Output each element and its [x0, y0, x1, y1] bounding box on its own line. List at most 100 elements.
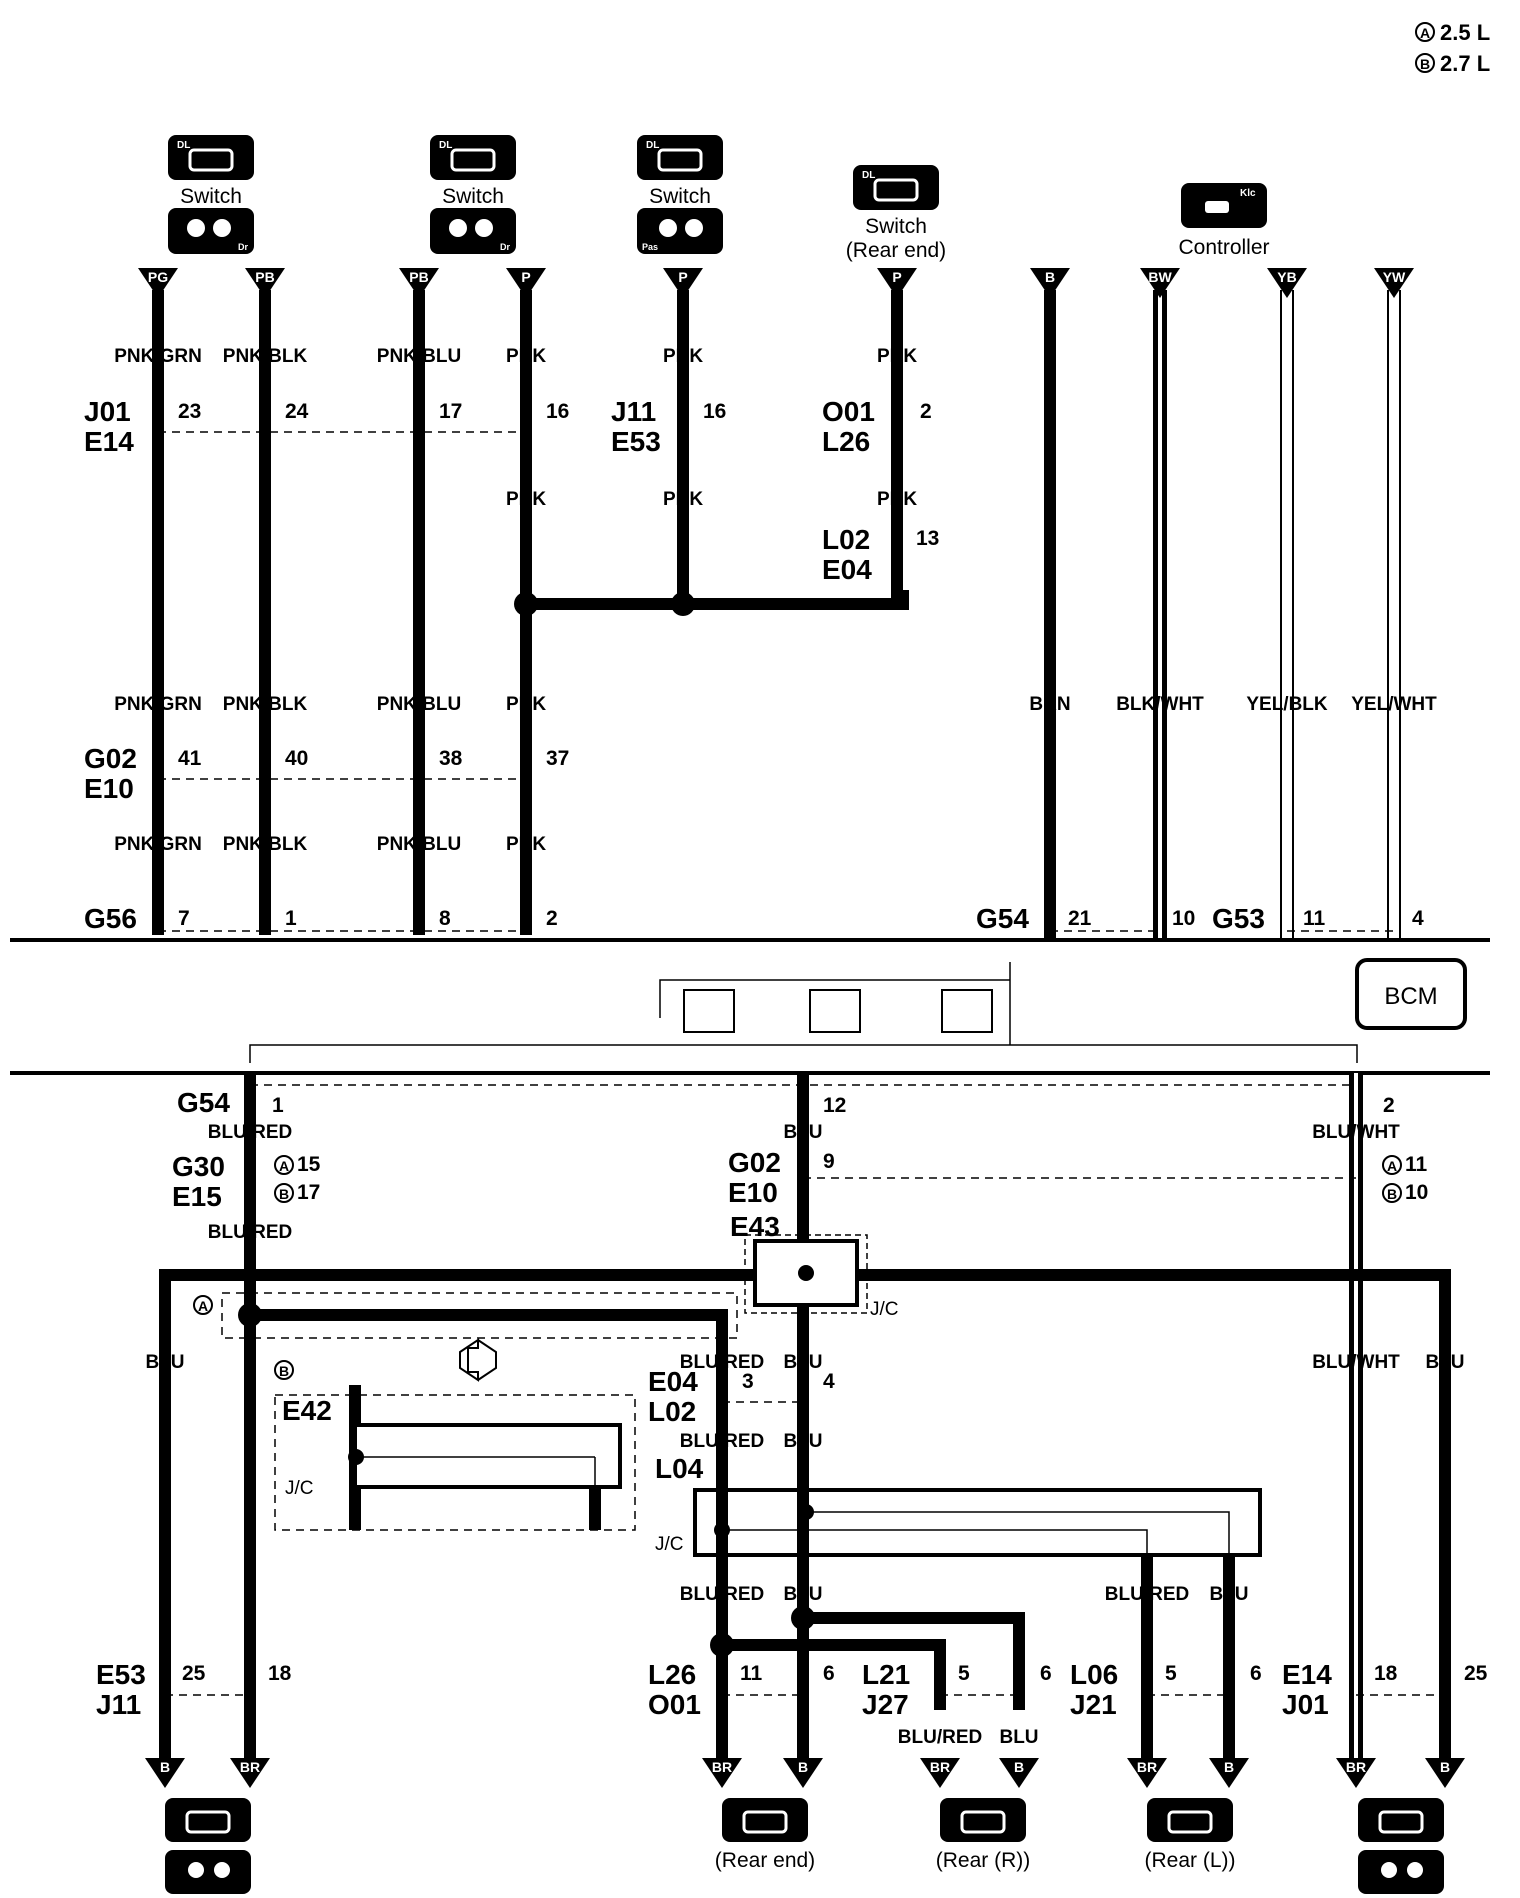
terminal-triangle — [1267, 268, 1307, 298]
pin-number: 25 — [182, 1662, 206, 1685]
connector-id: J27 — [862, 1689, 909, 1720]
wire-color-label: PNK — [506, 346, 546, 367]
connector-g54-bottom: G54 1 12 2 — [177, 1087, 1395, 1118]
connector-e04-l02: E04 L02 3 4 — [648, 1366, 835, 1427]
connector-id: L02 — [648, 1396, 696, 1427]
wire-color-label: BLU — [1425, 1352, 1464, 1373]
pin-number: 13 — [916, 527, 939, 550]
terminal-label: B — [798, 1759, 808, 1775]
terminal-triangle — [663, 268, 703, 298]
connector-id: E04 — [648, 1366, 698, 1397]
svg-text:DL: DL — [439, 140, 452, 151]
svg-text:Klc: Klc — [1240, 188, 1256, 199]
terminal-triangle — [1425, 1758, 1465, 1788]
terminal-triangle — [877, 268, 917, 298]
connector-o01-l26: O01 L26 2 — [822, 396, 932, 457]
terminal-triangle — [145, 1758, 185, 1788]
terminal-label: B — [1440, 1759, 1450, 1775]
connector-g54-top: G54 21 10 — [976, 903, 1195, 934]
terminal-triangle — [920, 1758, 960, 1788]
terminal-label: PB — [409, 269, 428, 285]
legend: A 2.5 L B 2.7 L — [1415, 20, 1490, 76]
wire-color-label: BLU/RED — [680, 1352, 764, 1373]
wire-color-label: PNK — [877, 489, 917, 510]
switch-2-label: Switch — [442, 185, 504, 208]
wire-color-label: PNK/BLU — [377, 346, 461, 367]
wire-color-label: PNK/BLK — [223, 694, 308, 715]
terminal-triangle — [1374, 268, 1414, 298]
connector-j01-e14: J01 E14 23 24 17 16 — [84, 396, 569, 457]
pin-number: 24 — [285, 400, 309, 423]
terminal-triangle — [1209, 1758, 1249, 1788]
bcm-label: BCM — [1384, 983, 1437, 1010]
door-lock-actuator-icon — [165, 1798, 251, 1842]
connector-id: L26 — [822, 426, 870, 457]
connector-id: E14 — [1282, 1659, 1332, 1690]
wire-color-label: BLU/RED — [680, 1584, 764, 1605]
terminal-label: PB — [255, 269, 274, 285]
wire-color-label: BLU/WHT — [1312, 1122, 1400, 1143]
driver-seat-icon — [168, 208, 254, 254]
svg-text:Dr: Dr — [238, 242, 248, 252]
pin-number: 18 — [268, 1662, 292, 1685]
pin-number: 6 — [1250, 1662, 1262, 1685]
terminal-label: B — [1224, 1759, 1234, 1775]
connector-l06-j21: L06 J21 5 6 — [1070, 1659, 1262, 1720]
svg-text:DL: DL — [862, 170, 875, 181]
wire-color-label: BLU — [783, 1122, 822, 1143]
pin-number: 37 — [546, 747, 569, 770]
terminal-triangle — [1030, 268, 1070, 298]
wire-color-label: YEL/WHT — [1351, 694, 1437, 715]
door-lock-actuator-icon — [940, 1798, 1026, 1842]
wire-color-label: BLU/RED — [208, 1122, 292, 1143]
connector-e53-j11: E53 J11 25 18 — [96, 1659, 292, 1720]
wire-color-label: BLU/RED — [898, 1727, 982, 1748]
junction-e42: B E42 J/C — [274, 1360, 636, 1531]
connector-id: J01 — [84, 396, 131, 427]
wire-color-label: BLU — [783, 1584, 822, 1605]
pin-number: 2 — [1383, 1094, 1395, 1117]
wire-color-label: PNK — [506, 489, 546, 510]
driver-seat-icon — [430, 208, 516, 254]
terminal-triangle — [1336, 1758, 1376, 1788]
connector-id: E43 — [730, 1211, 780, 1242]
wire-labels-mid: PNK/GRN PNK/BLK PNK/BLU PNK BRN BLK/WHT … — [114, 694, 1437, 855]
terminal-label: BR — [712, 1759, 732, 1775]
pin-number: 1 — [272, 1094, 284, 1117]
connector-id: G54 — [177, 1087, 230, 1118]
terminal-triangle — [702, 1758, 742, 1788]
actuator-rear-l-label: (Rear (L)) — [1144, 1849, 1235, 1872]
pin-number: 17 — [439, 400, 462, 423]
terminal-label: B — [1014, 1759, 1024, 1775]
pin-number: 41 — [178, 747, 202, 770]
wire-color-label: PNK/GRN — [114, 346, 202, 367]
switch-rear-end: DL Switch (Rear end) — [846, 165, 946, 262]
connector-g30-e15: G30 E15 A 15 B 17 — [172, 1151, 321, 1212]
terminal-label: BR — [240, 1759, 260, 1775]
junction-l04: L04 J/C — [655, 1410, 1262, 1600]
connector-id: J11 — [96, 1689, 141, 1720]
pin-number: 7 — [178, 907, 190, 930]
pin-number: 23 — [178, 400, 201, 423]
pin-number: 4 — [823, 1370, 835, 1393]
connector-g02-e10-top: G02 E10 41 40 38 37 — [84, 743, 569, 804]
connector-id: G02 — [84, 743, 137, 774]
wire-color-label: PNK — [663, 346, 703, 367]
pin-number: 2 — [546, 907, 558, 930]
connector-id: G54 — [976, 903, 1029, 934]
wire-color-label: PNK/BLU — [377, 694, 461, 715]
variant-a-box: A — [193, 1292, 738, 1382]
wire-color-label: BLU/RED — [680, 1431, 764, 1452]
legend-b-text: 2.7 L — [1440, 51, 1490, 76]
pin-number: 11 — [1303, 907, 1326, 930]
wire-color-label: PNK/BLU — [377, 834, 461, 855]
connector-id: E04 — [822, 554, 872, 585]
terminal-triangle — [138, 268, 178, 298]
connector-id: L26 — [648, 1659, 696, 1690]
jc-label: J/C — [870, 1299, 899, 1320]
pin-number: 5 — [958, 1662, 970, 1685]
terminal-triangle — [999, 1758, 1039, 1788]
wire-color-label: PNK/GRN — [114, 694, 202, 715]
